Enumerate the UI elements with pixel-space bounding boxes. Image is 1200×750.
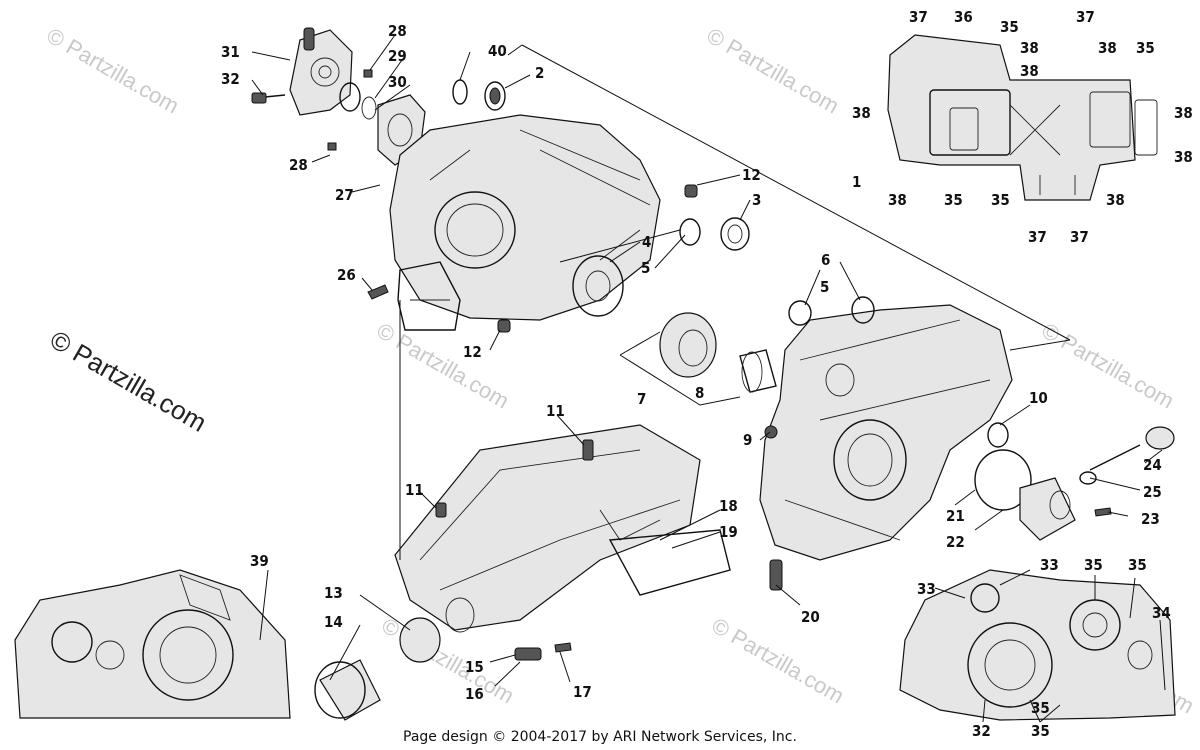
callout-23: 23	[1141, 510, 1160, 528]
oil-filter-13-14	[314, 597, 572, 721]
callout-35-h: 35	[1031, 699, 1050, 717]
callout-35-c: 35	[1031, 722, 1050, 740]
callout-34: 34	[1152, 604, 1171, 622]
callout-1: 1	[852, 173, 861, 191]
watermark: © Partzilla.com	[1038, 318, 1179, 414]
callout-11-left: 11	[405, 481, 424, 499]
callout-38-h: 38	[1020, 62, 1039, 80]
callout-37-b: 37	[1076, 8, 1095, 26]
callout-28-top: 28	[388, 22, 407, 40]
callout-29: 29	[388, 47, 407, 65]
callout-9: 9	[743, 431, 752, 449]
callout-38-c: 38	[852, 104, 871, 122]
callout-33-right: 33	[1040, 556, 1059, 574]
callout-38-e: 38	[1174, 148, 1193, 166]
bearing-7-8	[619, 312, 777, 406]
oil-pan	[394, 300, 731, 631]
callout-12-left: 12	[463, 343, 482, 361]
callout-37-a: 37	[909, 8, 928, 26]
callout-27: 27	[335, 186, 354, 204]
callout-40: 40	[488, 42, 507, 60]
callout-32-top: 32	[221, 70, 240, 88]
watermark: © Partzilla.com	[378, 613, 519, 709]
callout-3: 3	[752, 191, 761, 209]
watermark: © Partzilla.com	[43, 23, 184, 119]
watermark: © Partzilla.com	[703, 23, 844, 119]
callout-19: 19	[719, 523, 738, 541]
callout-4: 4	[642, 233, 651, 251]
leader-lines	[251, 34, 1166, 723]
callout-12-top: 12	[742, 166, 761, 184]
watermark: © Partzilla.com	[373, 318, 514, 414]
callout-2: 2	[535, 64, 544, 82]
right-crankcase	[759, 296, 1013, 591]
callout-26: 26	[337, 266, 356, 284]
callout-7: 7	[637, 390, 646, 408]
callout-32-bottom: 32	[972, 722, 991, 740]
callout-18: 18	[719, 497, 738, 515]
callout-39: 39	[250, 552, 269, 570]
callout-35-a: 35	[1084, 556, 1103, 574]
callout-16: 16	[465, 685, 484, 703]
callout-11-top: 11	[546, 402, 565, 420]
callout-17: 17	[573, 683, 592, 701]
callout-38-f: 38	[888, 191, 907, 209]
callout-20: 20	[801, 608, 820, 626]
left-crankcase	[367, 114, 698, 333]
callout-35-b: 35	[1128, 556, 1147, 574]
callout-37-c: 37	[1028, 228, 1047, 246]
crankcase-right-view	[899, 569, 1176, 721]
callout-5-right: 5	[820, 278, 829, 296]
crankcase-bottom-view	[887, 34, 1158, 201]
callout-24: 24	[1143, 456, 1162, 474]
callout-38-g: 38	[1106, 191, 1125, 209]
callout-30: 30	[388, 73, 407, 91]
callout-36: 36	[954, 8, 973, 26]
watermark: © Partzilla.com	[708, 613, 849, 709]
callout-10: 10	[1029, 389, 1048, 407]
callout-38-d: 38	[1174, 104, 1193, 122]
callout-35-f: 35	[944, 191, 963, 209]
callout-38-b: 38	[1098, 39, 1117, 57]
callout-14: 14	[324, 613, 343, 631]
callout-6: 6	[821, 251, 830, 269]
callout-35-e: 35	[1136, 39, 1155, 57]
footer-copyright: Page design © 2004-2017 by ARI Network S…	[403, 729, 797, 745]
callout-37-d: 37	[1070, 228, 1089, 246]
crankcase-left-view	[14, 569, 291, 719]
callout-35-d: 35	[1000, 18, 1019, 36]
callouts: 1 2 3 4 5 5 6 7 8 9 10 11 11 12 12 13 14…	[221, 8, 1193, 740]
callout-21: 21	[946, 507, 965, 525]
callout-35-g: 35	[991, 191, 1010, 209]
callout-15: 15	[465, 658, 484, 676]
callout-22: 22	[946, 533, 965, 551]
callout-25: 25	[1143, 483, 1162, 501]
bearings-top	[452, 79, 750, 317]
callout-13: 13	[324, 584, 343, 602]
callout-33-left: 33	[917, 580, 936, 598]
callout-38-a: 38	[1020, 39, 1039, 57]
callout-31: 31	[221, 43, 240, 61]
watermark-main: © Partzilla.com	[45, 324, 212, 438]
callout-8: 8	[695, 384, 704, 402]
callout-5-left: 5	[641, 259, 650, 277]
callout-28-bottom: 28	[289, 156, 308, 174]
